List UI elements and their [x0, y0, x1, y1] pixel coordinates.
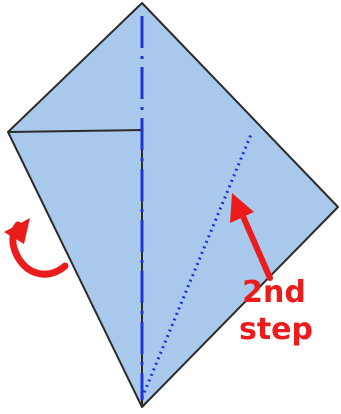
curved-arrow-head [4, 218, 30, 244]
straight-arrow-icon [230, 193, 273, 281]
curved-arrow-icon [4, 218, 69, 278]
annotation-line-2: step [239, 312, 313, 347]
pointer-arrow-head [230, 193, 254, 223]
annotation-line-1: 2nd [242, 275, 306, 310]
pointer-arrow-shaft [239, 211, 273, 281]
